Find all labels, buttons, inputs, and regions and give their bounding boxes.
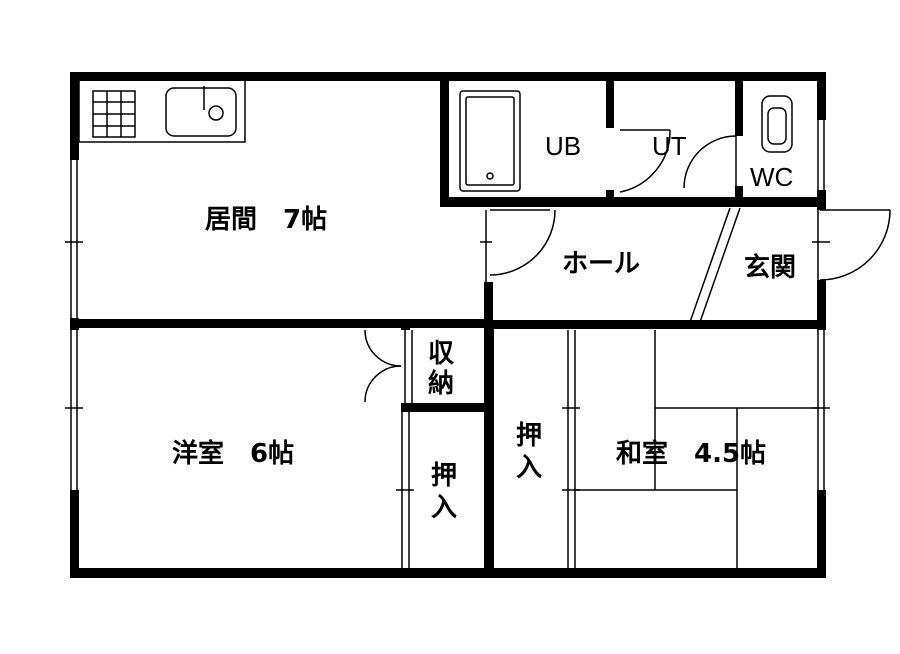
room-label-closet-left-top: 押 <box>431 461 457 491</box>
room-label-storage-bottom: 納 <box>428 368 454 399</box>
room-label-closet-left-bottom: 入 <box>431 493 457 523</box>
room-label-closet-mid-bottom: 入 <box>516 453 542 483</box>
toilet-icon <box>761 95 793 153</box>
room-label-closet-mid-top: 押 <box>516 421 542 451</box>
room-label-living: 居間 7帖 <box>205 205 327 235</box>
walls <box>70 72 826 578</box>
room-label-utility: UT <box>652 131 687 161</box>
bathtub-icon <box>459 90 521 192</box>
room-label-toilet: WC <box>750 162 793 192</box>
room-labels: 居間 7帖 UB UT WC ホール 玄関 収 納 洋室 6帖 押 入 押 入 … <box>172 131 796 523</box>
sink-icon <box>165 87 237 137</box>
room-label-unit-bath: UB <box>545 131 581 161</box>
room-label-storage-top: 収 <box>428 339 455 369</box>
room-label-japanese: 和室 4.5帖 <box>616 438 766 469</box>
room-label-western: 洋室 6帖 <box>172 438 294 469</box>
fine-details <box>65 79 891 568</box>
room-label-entrance: 玄関 <box>744 252 796 283</box>
kitchen-counter <box>78 79 246 143</box>
room-label-hall: ホール <box>562 249 640 279</box>
